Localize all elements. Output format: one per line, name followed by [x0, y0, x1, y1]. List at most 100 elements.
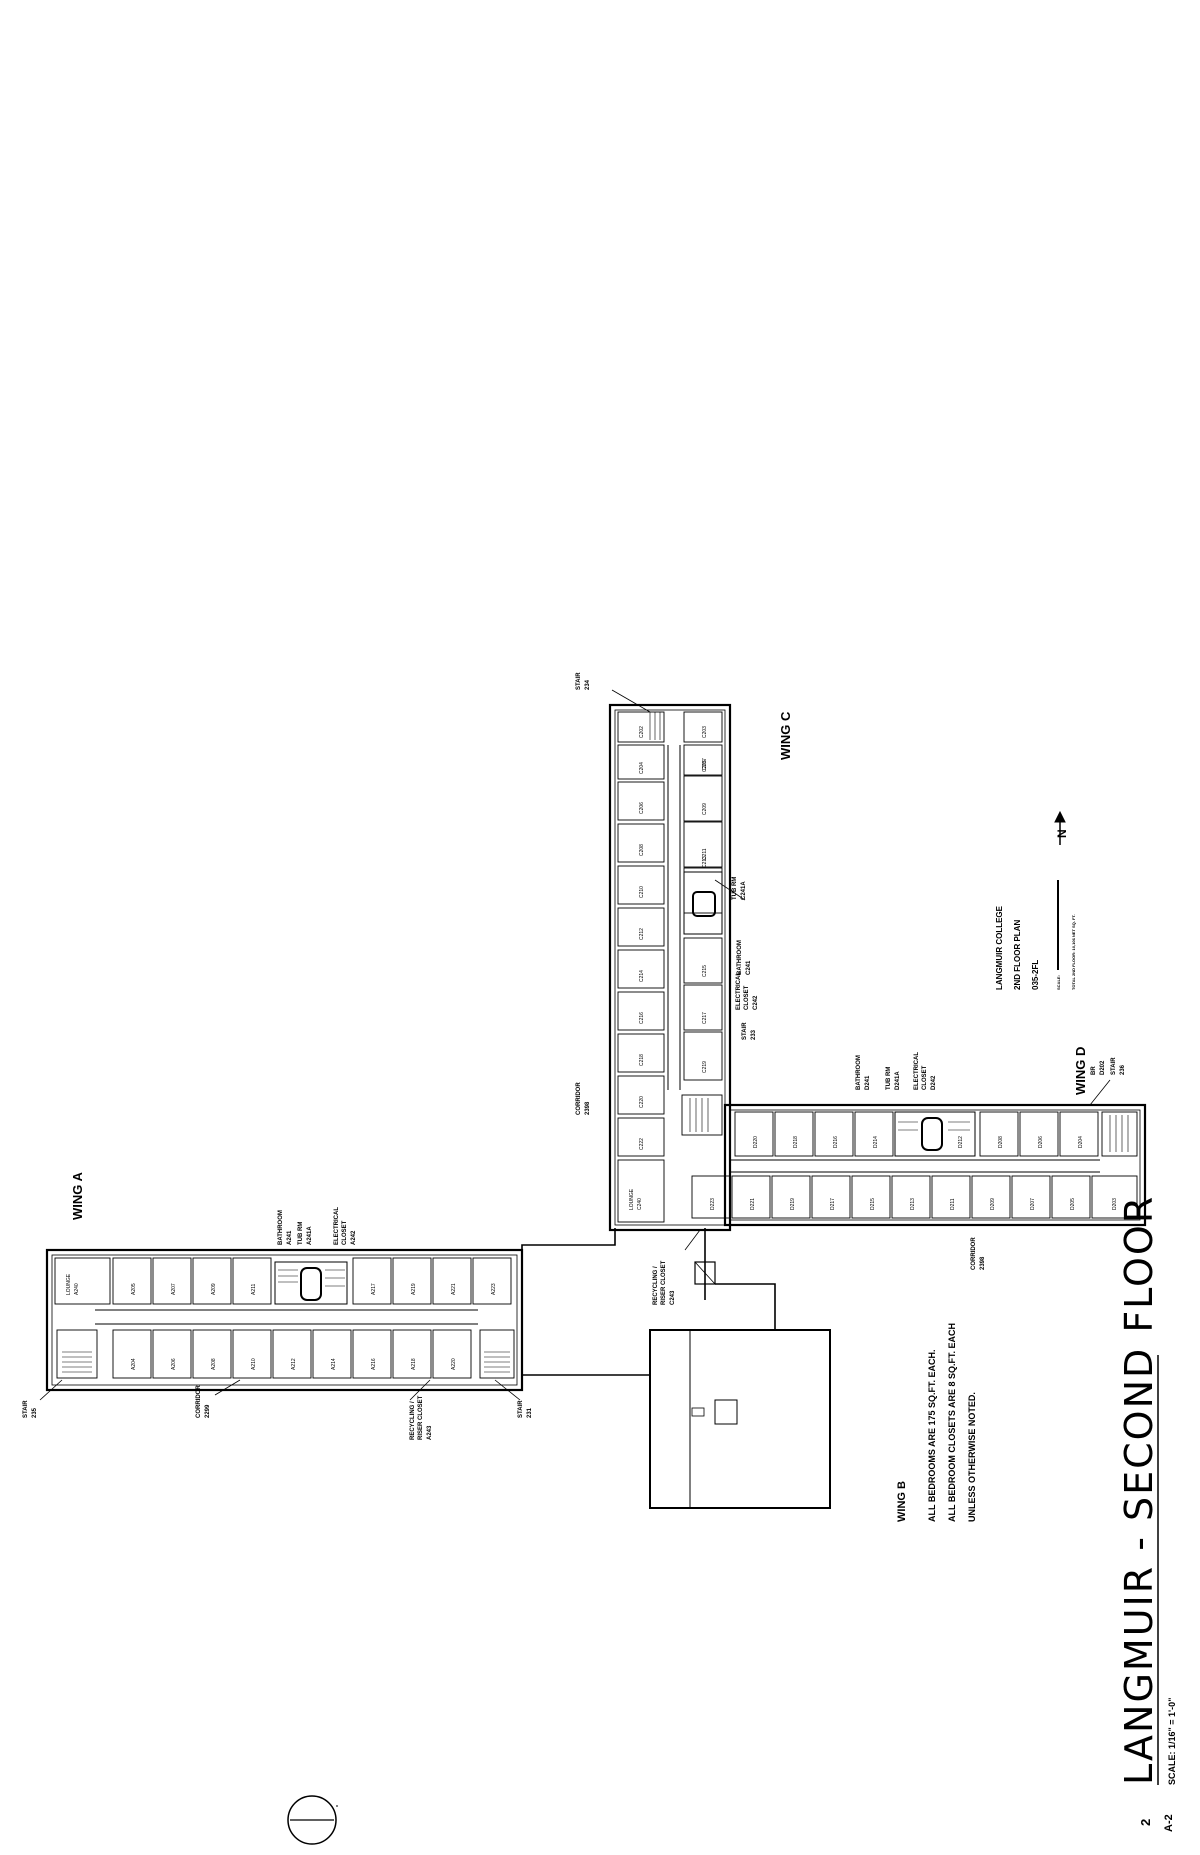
note-line-3: UNLESS OTHERWISE NOTED. [967, 1392, 977, 1522]
corridor-c-number: 2398 [585, 1101, 591, 1115]
room-label: A210 [251, 1358, 257, 1370]
corridor-d-label: CORRIDOR [971, 1237, 977, 1270]
room-label: A214 [331, 1358, 337, 1370]
stair-234-number: 234 [585, 679, 591, 690]
room-label: D219 [790, 1198, 796, 1210]
room-label: D211 [950, 1198, 956, 1210]
wing-c-bottom-numbers: C219 C217 C215 C213 C211 C209 C207 C205 … [702, 726, 708, 1073]
room-label: C216 [639, 1012, 645, 1024]
tub-c-number: C241A [741, 881, 747, 900]
north-label: N [1055, 829, 1069, 838]
br-d202-label: BR [1091, 1066, 1097, 1075]
sheet-callout-circle [287, 1795, 337, 1845]
stair-231-number: 231 [527, 1407, 533, 1418]
room-label: C211 [702, 848, 708, 860]
wing-a-label: WING A [70, 1171, 85, 1220]
stair-235-label: STAIR [23, 1400, 29, 1418]
wing-d-lower-numbers: D223 D221 D219 D217 D215 D213 D211 D209 … [710, 1198, 1118, 1210]
callout-leaders [39, 689, 1111, 1401]
electrical-a-label2: CLOSET [342, 1220, 348, 1245]
room-label: D212 [958, 1136, 964, 1148]
room-label: C214 [639, 970, 645, 982]
room-label: A217 [371, 1283, 377, 1295]
corridor-a-label: CORRIDOR [196, 1385, 202, 1418]
scale-label: SCALE: [1056, 975, 1061, 990]
room-label: A208 [211, 1358, 217, 1370]
recycling-c-number: C243 [670, 1290, 676, 1305]
wing-c-label: WING C [778, 711, 793, 760]
room-label: A204 [131, 1358, 137, 1370]
room-label: C204 [639, 762, 645, 774]
wing-c-top-rooms [617, 711, 665, 1157]
tub-c-label: TUB RM [732, 877, 738, 900]
wing-a-top-rooms [112, 1257, 512, 1305]
electrical-c-label2: CLOSET [744, 985, 750, 1010]
room-label: A218 [411, 1358, 417, 1370]
tub-a-label: TUB RM [298, 1222, 304, 1245]
wing-a-bottom-numbers: A204 A206 A208 A210 A212 A214 A216 A218 … [131, 1358, 457, 1370]
room-label: A206 [171, 1358, 177, 1370]
room-label: A212 [291, 1358, 297, 1370]
wing-d-upper-rooms [734, 1111, 1099, 1157]
stair-234-label: STAIR [576, 672, 582, 690]
room-label: C215 [702, 965, 708, 977]
room-label: A216 [371, 1358, 377, 1370]
page-title: LANGMUIR - SECOND FLOOR [1117, 1195, 1161, 1785]
bathroom-c-number: C241 [746, 960, 752, 975]
lounge-a-label: LOUNGE [66, 1273, 72, 1295]
wing-d-outline [723, 1103, 1147, 1227]
lounge-a-number: A240 [74, 1283, 80, 1295]
room-label: C206 [639, 802, 645, 814]
recycling-a-label2: RISER CLOSET [418, 1395, 424, 1440]
room-label: D218 [793, 1136, 799, 1148]
room-label: C210 [639, 886, 645, 898]
note-line-1: ALL BEDROOMS ARE 175 SQ.FT. EACH. [927, 1349, 937, 1522]
note-line-2: ALL BEDROOM CLOSETS ARE 8 SQ.FT. EACH [947, 1323, 957, 1522]
electrical-d-label: ELECTRICAL [914, 1052, 920, 1090]
room-label: C202 [639, 726, 645, 738]
wing-d-label: WING D [1073, 1047, 1088, 1095]
room-label: D221 [750, 1198, 756, 1210]
room-label: C218 [639, 1054, 645, 1066]
stair-236-label: STAIR [1111, 1057, 1117, 1075]
electrical-a-label: ELECTRICAL [334, 1207, 340, 1245]
room-label: C213 [702, 856, 708, 868]
room-label: C222 [639, 1138, 645, 1150]
room-label: C217 [702, 1012, 708, 1024]
bathroom-a-number: A241 [287, 1230, 293, 1245]
wing-a-bottom-rooms [112, 1329, 472, 1379]
college-name: LANGMUIR COLLEGE [995, 905, 1004, 990]
room-label: C220 [639, 1096, 645, 1108]
corridor-a-number: 2299 [205, 1404, 211, 1418]
tub-c [692, 891, 716, 917]
tub-a-number: A241A [307, 1226, 313, 1245]
stair-235-number: 235 [32, 1407, 38, 1418]
room-label: A209 [211, 1283, 217, 1295]
wing-c-top-numbers: C222 C220 C218 C216 C214 C212 C210 C208 … [639, 726, 645, 1150]
room-label: C209 [702, 803, 708, 815]
room-label: A219 [411, 1283, 417, 1295]
stair-231-label: STAIR [518, 1400, 524, 1418]
area-note: TOTAL 2ND FLOOR: 10,106 NET SQ. FT. [1071, 914, 1076, 990]
room-label: A211 [251, 1283, 257, 1295]
wing-a-top-numbers: A205 A207 A209 A211 A217 A219 A221 A223 [131, 1283, 497, 1295]
bathroom-d-number: D241 [865, 1075, 871, 1090]
electrical-d-label2: CLOSET [922, 1065, 928, 1090]
sheet-id: A-2 [1163, 1814, 1175, 1832]
plan-code: 035-2FL [1031, 960, 1040, 990]
electrical-a-number: A242 [351, 1230, 357, 1245]
tub-d-number: D241A [895, 1071, 901, 1090]
corridor-d-number: 2398 [980, 1256, 986, 1270]
bathroom-a-label: BATHROOM [278, 1210, 284, 1245]
lounge-c-label: LOUNGE [629, 1188, 635, 1210]
bathroom-c-label: BATHROOM [737, 940, 743, 975]
room-label: A221 [451, 1283, 457, 1295]
title-scale: SCALE: 1/16" = 1'-0" [1167, 1698, 1177, 1785]
room-label: D217 [830, 1198, 836, 1210]
recycling-c-label2: RISER CLOSET [661, 1260, 667, 1305]
room-label: D213 [910, 1198, 916, 1210]
stair-236-number: 236 [1120, 1064, 1126, 1075]
electrical-c-number: C242 [753, 995, 759, 1010]
room-label: A223 [491, 1283, 497, 1295]
tub-d [921, 1117, 943, 1151]
